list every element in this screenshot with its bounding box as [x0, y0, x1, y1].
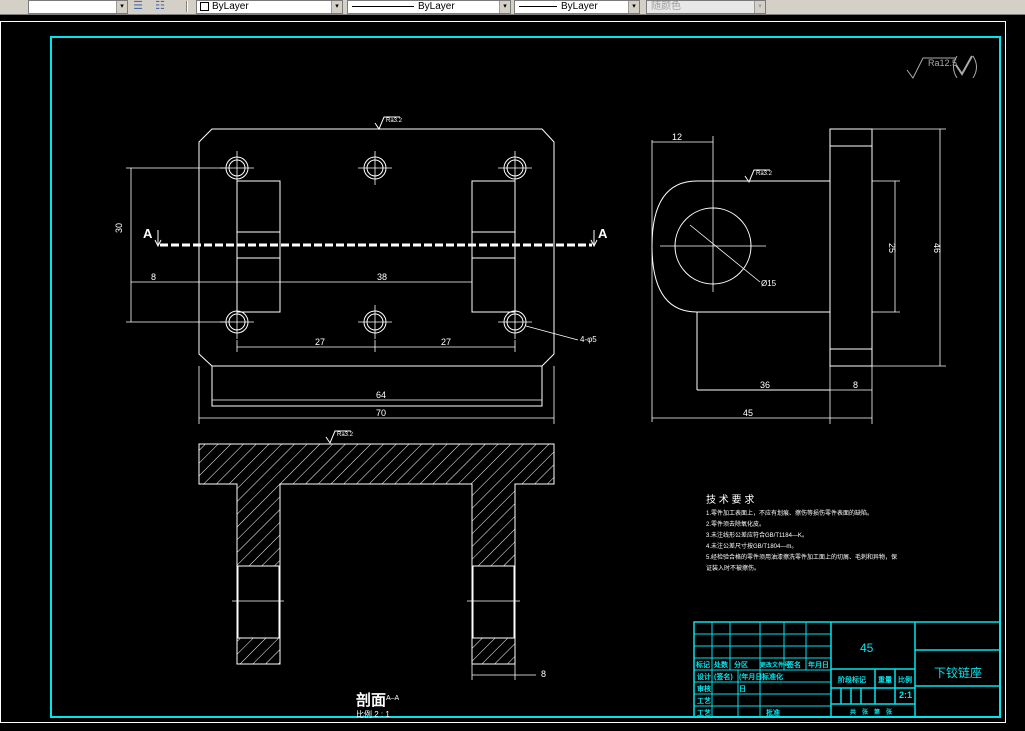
svg-text:45: 45	[743, 408, 753, 418]
tb-stage-label: 阶段标记	[838, 675, 866, 684]
color-swatch-icon	[200, 1, 209, 11]
svg-text:38: 38	[377, 272, 387, 282]
section-bore-left	[237, 565, 280, 639]
tb-scale-value: 2:1	[899, 690, 912, 700]
top-view-dimensions: 30 8 38 27 27 64 70 4-φ5	[114, 167, 597, 424]
linetype-value: ByLayer	[418, 1, 455, 12]
tb-scale-label: 比例	[898, 675, 912, 684]
tb-header-cell: 更改文件号	[760, 661, 790, 669]
drawing-canvas[interactable]: Ra12.5	[0, 14, 1025, 731]
svg-text:4-φ5: 4-φ5	[580, 335, 597, 344]
layer-state-icon[interactable]: ☰	[133, 0, 143, 12]
lineweight-dropdown[interactable]: ByLayer ▾	[514, 0, 640, 14]
svg-text:8: 8	[151, 272, 156, 282]
tb-date: (年月日)	[739, 672, 765, 681]
svg-text:27: 27	[315, 337, 325, 347]
tb-check: 审核	[697, 684, 711, 693]
tb-process: 工艺	[697, 696, 711, 705]
tech-item: 2.零件须去除氧化皮。	[706, 520, 765, 528]
chevron-down-icon: ▾	[116, 1, 127, 13]
tb-material: 45	[860, 641, 874, 655]
toolbar-separator	[186, 1, 188, 12]
tb-header-cell: 签名	[786, 660, 801, 669]
section-hatch	[198, 443, 555, 665]
tb-sheet-short: 日	[739, 685, 746, 693]
svg-text:A: A	[598, 226, 608, 241]
roughness-symbol-corner: Ra12.5	[906, 55, 977, 79]
chevron-down-icon: ▾	[754, 1, 765, 13]
top-view[interactable]: A A Ra3.2 30 8 38 27 27 64 70	[114, 116, 608, 424]
section-scale: 比例 2 : 1	[356, 709, 390, 719]
tb-header-cell: 年月日	[808, 660, 829, 669]
linetype-dropdown[interactable]: ByLayer ▾	[347, 0, 511, 14]
tb-header-cell: 处数	[713, 660, 729, 669]
top-view-base	[211, 365, 543, 407]
side-view-plate	[829, 128, 873, 367]
lineweight-preview-icon	[519, 5, 557, 7]
tb-part-name: 下铰链座	[934, 665, 982, 680]
tb-approve: 批准	[766, 708, 780, 717]
tb-std-label: 标准化	[761, 672, 783, 681]
color-value: ByLayer	[212, 1, 249, 12]
tb-sheet-label: 共 张 第 张	[850, 708, 893, 716]
properties-toolbar: ▾ ☰ ☷ ByLayer ▾ ByLayer ▾ ByLayer ▾ 随颜色 …	[0, 0, 1025, 15]
side-view[interactable]: Ø15 Ra3.2 12 25 46 36 8 45	[651, 128, 946, 424]
section-title: 剖面	[356, 691, 386, 709]
roughness-symbol-top: Ra3.2	[374, 116, 403, 131]
svg-text:A: A	[143, 226, 153, 241]
svg-text:27: 27	[441, 337, 451, 347]
tech-item: 5.经检验合格的零件须用油漆擦洗零件加工面上的切屑、毛刺和异物，保	[706, 553, 897, 561]
plotstyle-dropdown: 随颜色 ▾	[646, 0, 766, 14]
svg-text:25: 25	[887, 243, 897, 253]
tb-header-cell: 标记	[695, 660, 710, 669]
section-dimensions: 8	[471, 664, 546, 680]
svg-text:64: 64	[376, 390, 386, 400]
plotstyle-value: 随颜色	[651, 1, 681, 12]
chevron-down-icon: ▾	[499, 1, 510, 13]
svg-text:Ø15: Ø15	[761, 279, 777, 288]
linetype-preview-icon	[352, 5, 414, 7]
tech-requirements: 技 术 要 求 1.零件加工表面上，不应有划痕、擦伤等损伤零件表面的缺陷。 2.…	[706, 493, 897, 572]
svg-text:Ra3.2: Ra3.2	[386, 118, 403, 124]
side-view-dimensions: 12 25 46 36 8 45	[651, 128, 946, 424]
tb-design: 设计	[697, 672, 711, 681]
tech-title: 技 术 要 求	[706, 493, 754, 506]
tb-weight-label: 重量	[878, 675, 892, 684]
tb-approve-label: 工艺	[697, 708, 711, 717]
section-marker-right: A	[590, 226, 608, 248]
section-view[interactable]: Ra3.2 8 剖面 A–A 比例 2 : 1	[198, 430, 555, 719]
tb-header-cell: 分区	[734, 660, 748, 669]
inner-frame	[50, 36, 1001, 718]
section-suffix: A–A	[386, 695, 400, 702]
roughness-symbol-side: Ra3.2	[744, 169, 773, 184]
svg-text:Ra3.2: Ra3.2	[337, 432, 354, 438]
layer-previous-icon[interactable]: ☷	[155, 0, 165, 12]
tech-item: 证装入时不被擦伤。	[706, 564, 760, 572]
svg-text:46: 46	[932, 243, 942, 253]
title-block[interactable]: 标记 处数 分区 更改文件号 签名 年月日 设计 (签名) (年月日) 标准化 …	[693, 621, 1001, 718]
tech-item: 3.未注线形公差应符合GB/T1184—K。	[706, 531, 808, 539]
roughness-symbol-section: Ra3.2	[325, 430, 354, 445]
side-view-eye	[651, 180, 831, 313]
top-view-outline	[198, 128, 555, 367]
tech-item: 1.零件加工表面上，不应有划痕、擦伤等损伤零件表面的缺陷。	[706, 509, 873, 517]
svg-text:8: 8	[541, 669, 546, 679]
svg-text:12: 12	[672, 132, 682, 142]
svg-text:Ra3.2: Ra3.2	[756, 171, 773, 177]
tb-signature: (签名)	[714, 672, 733, 681]
tech-item: 4.未注公差尺寸按GB/T1804—m。	[706, 542, 797, 550]
svg-text:70: 70	[376, 408, 386, 418]
chevron-down-icon: ▾	[331, 1, 342, 13]
layer-dropdown[interactable]: ▾	[28, 0, 128, 14]
chevron-down-icon: ▾	[628, 1, 639, 13]
outer-frame	[0, 21, 1006, 723]
svg-text:Ra12.5: Ra12.5	[928, 58, 957, 68]
section-marker-left: A	[143, 226, 162, 248]
color-dropdown[interactable]: ByLayer ▾	[196, 0, 343, 14]
svg-text:36: 36	[760, 380, 770, 390]
svg-text:8: 8	[853, 380, 858, 390]
section-bore-right	[472, 565, 515, 639]
svg-text:30: 30	[114, 223, 124, 233]
lineweight-value: ByLayer	[561, 1, 598, 12]
